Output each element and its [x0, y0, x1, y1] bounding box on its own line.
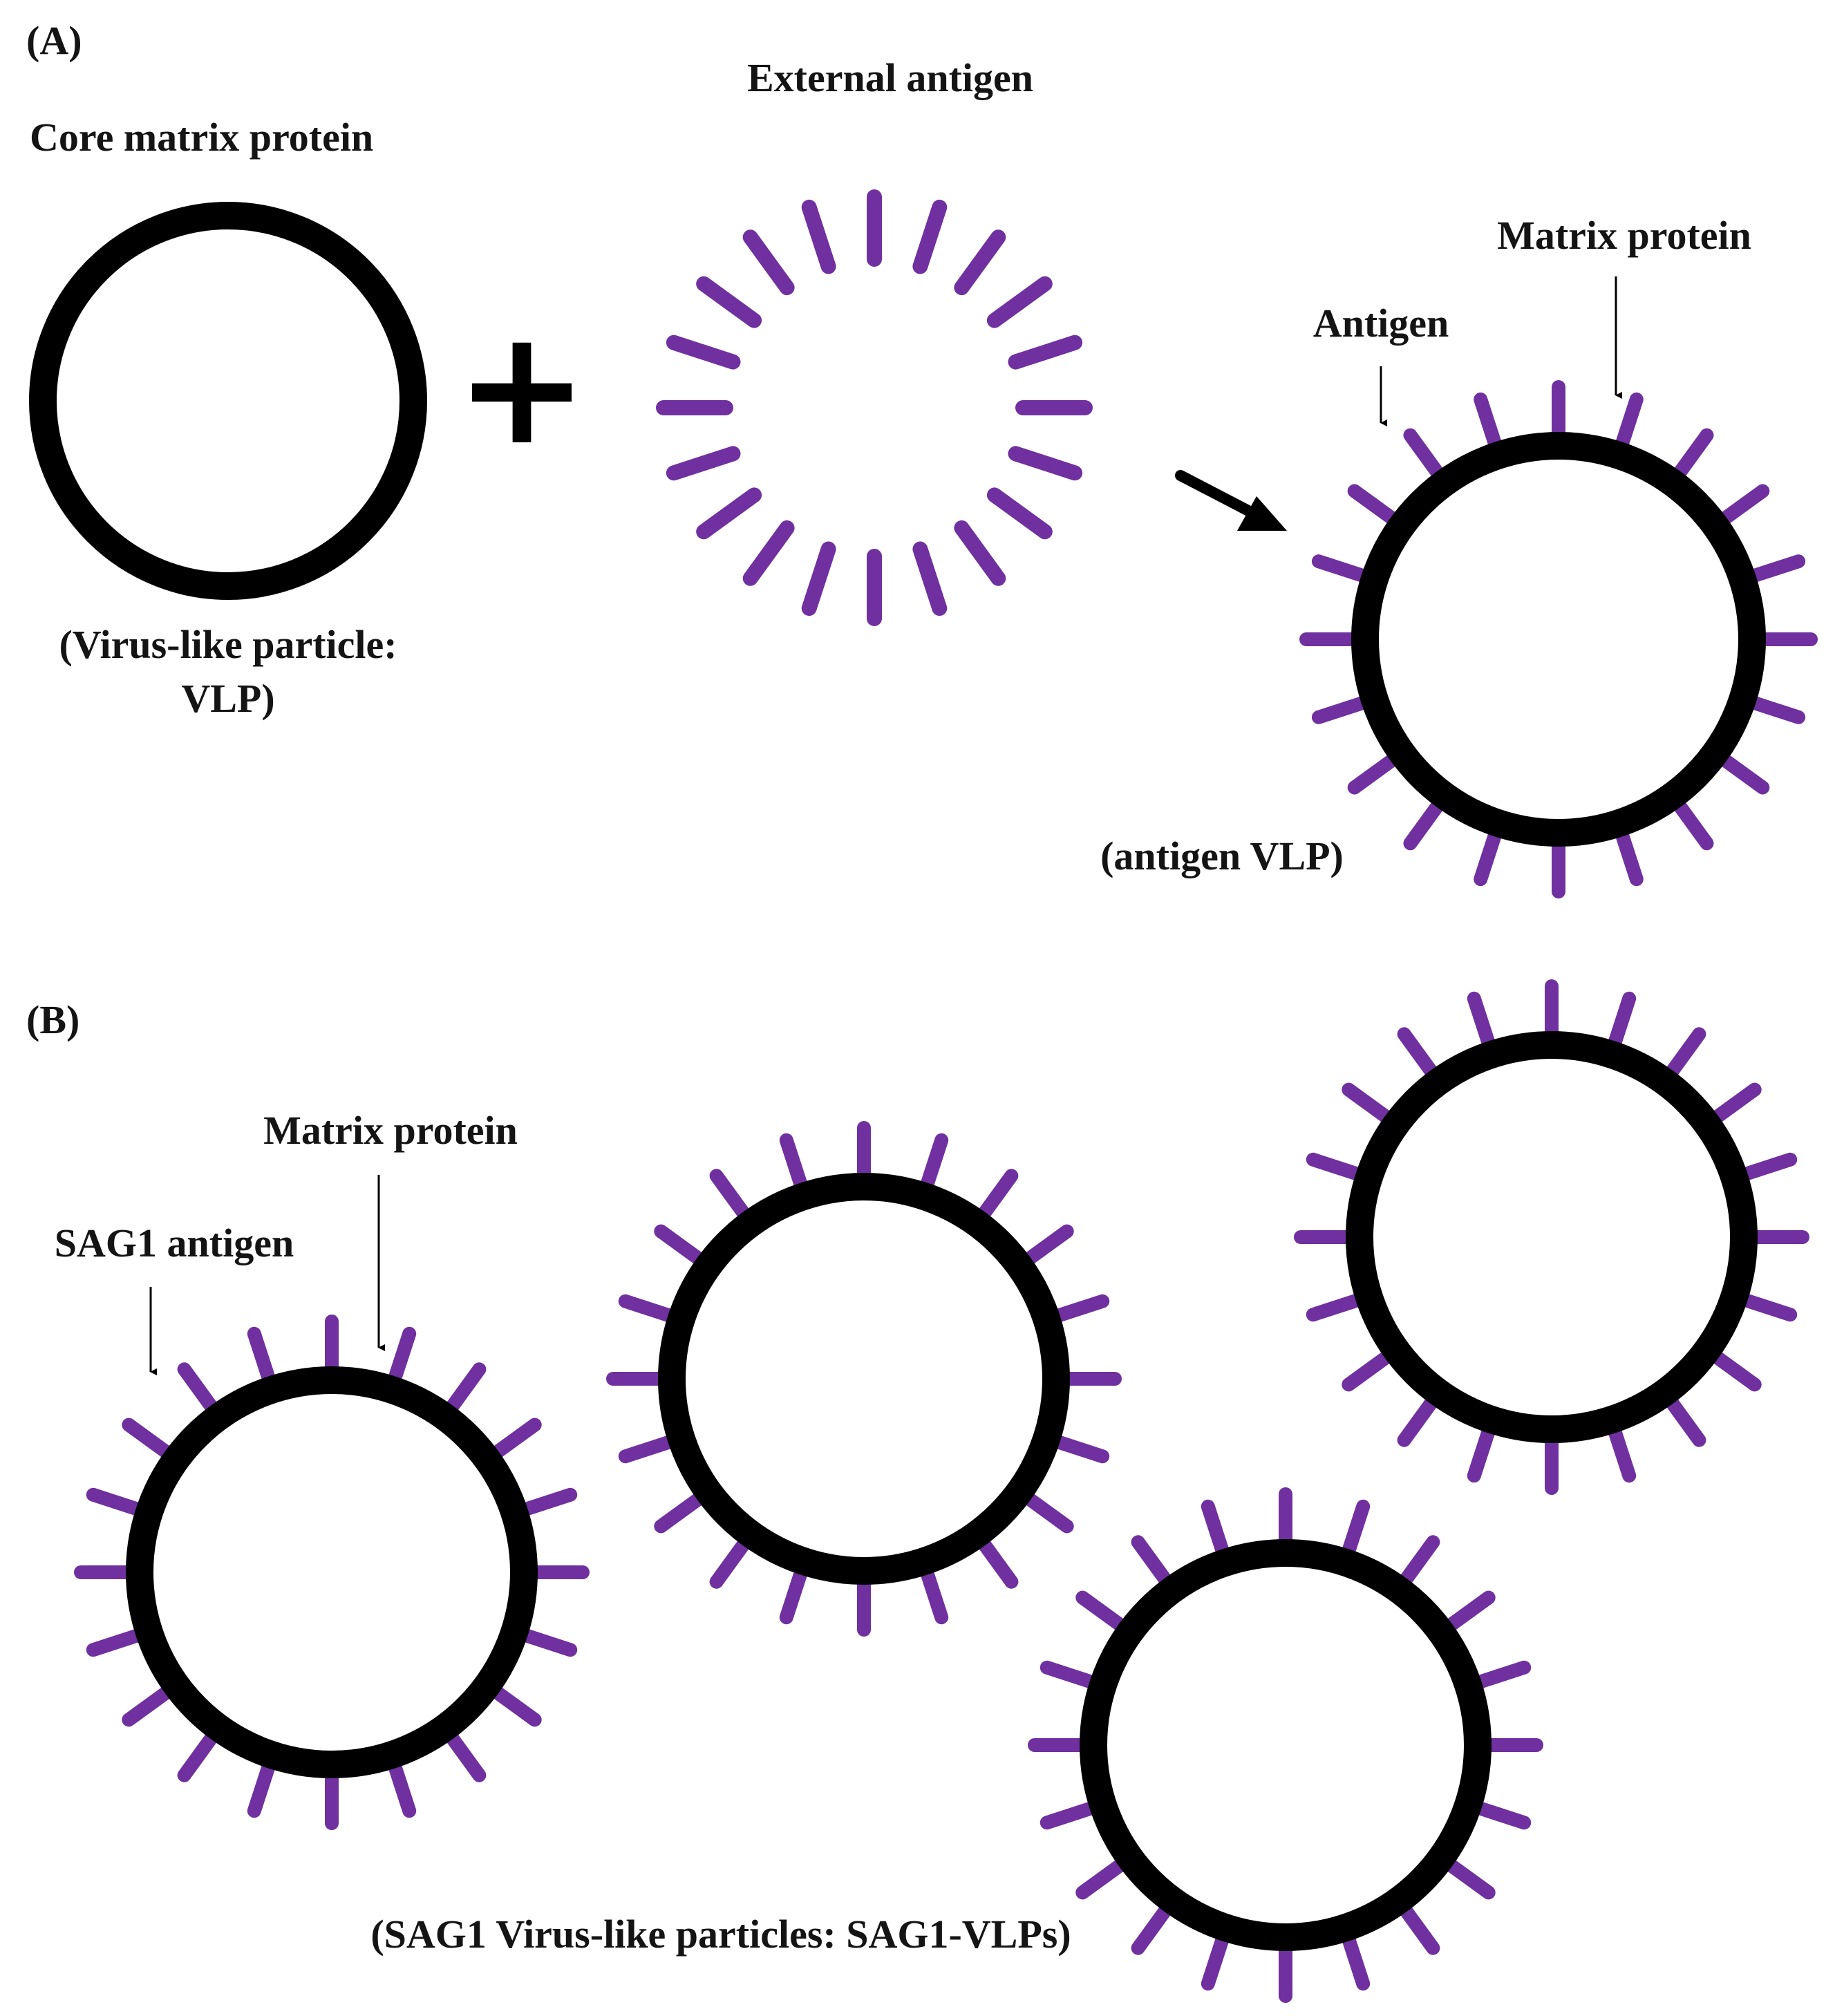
antigen-spike: [801, 199, 836, 274]
core-matrix-protein-label: Core matrix protein: [30, 115, 373, 160]
antigen-spike: [742, 229, 795, 296]
antigen-spike: [742, 520, 795, 586]
antigen-vlp-label: (antigen VLP): [1100, 833, 1344, 878]
antigen-spike: [986, 487, 1053, 540]
core-vlp-membrane: [29, 202, 427, 600]
matrix-protein-membrane: [1080, 1539, 1492, 1951]
antigen-spike: [666, 335, 741, 370]
panel-a-label: (A): [26, 18, 82, 63]
matrix-protein-membrane: [1351, 432, 1766, 847]
antigen-spike: [666, 446, 741, 481]
antigen-spike: [954, 520, 1006, 586]
antigen-spike: [801, 541, 836, 616]
antigen-spike: [696, 487, 762, 540]
sag1-vlp-2: [606, 1121, 1122, 1637]
matrix-protein-membrane: [1346, 1031, 1758, 1443]
antigen-vlp: [1299, 380, 1818, 898]
sag1-vlps-caption: (SAG1 Virus-like particles: SAG1-VLPs): [370, 1912, 1071, 1957]
plus-symbol: +: [455, 296, 589, 480]
matrix-protein-callout-label: Matrix protein: [1497, 213, 1751, 258]
vlp-label-line1: (Virus-like particle:: [59, 622, 397, 667]
sag1-antigen-callout-label: SAG1 antigen: [55, 1221, 294, 1265]
antigen-spike: [912, 199, 948, 274]
antigen-spike: [1008, 335, 1083, 370]
external-antigen-ring: [656, 189, 1093, 626]
assembly-arrow-head: [1237, 496, 1287, 531]
matrix-protein-membrane: [126, 1366, 538, 1778]
external-antigen-label: External antigen: [747, 55, 1033, 100]
panel-b-label: (B): [26, 997, 79, 1042]
antigen-spike: [912, 541, 948, 616]
sag1-vlp-1: [74, 1315, 590, 1830]
assembly-arrow-shaft: [1175, 470, 1255, 517]
matrix-protein-callout-b-label: Matrix protein: [263, 1108, 518, 1153]
vlp-label-line2: VLP): [181, 676, 274, 721]
antigen-spike: [696, 276, 762, 328]
antigen-callout-label: Antigen: [1313, 301, 1449, 346]
sag1-vlp-4: [1028, 1487, 1543, 2003]
antigen-spike: [986, 276, 1053, 328]
matrix-protein-membrane: [658, 1173, 1070, 1585]
antigen-spike: [954, 229, 1006, 296]
antigen-spike: [1008, 446, 1083, 481]
sag1-vlp-3: [1294, 979, 1809, 1495]
